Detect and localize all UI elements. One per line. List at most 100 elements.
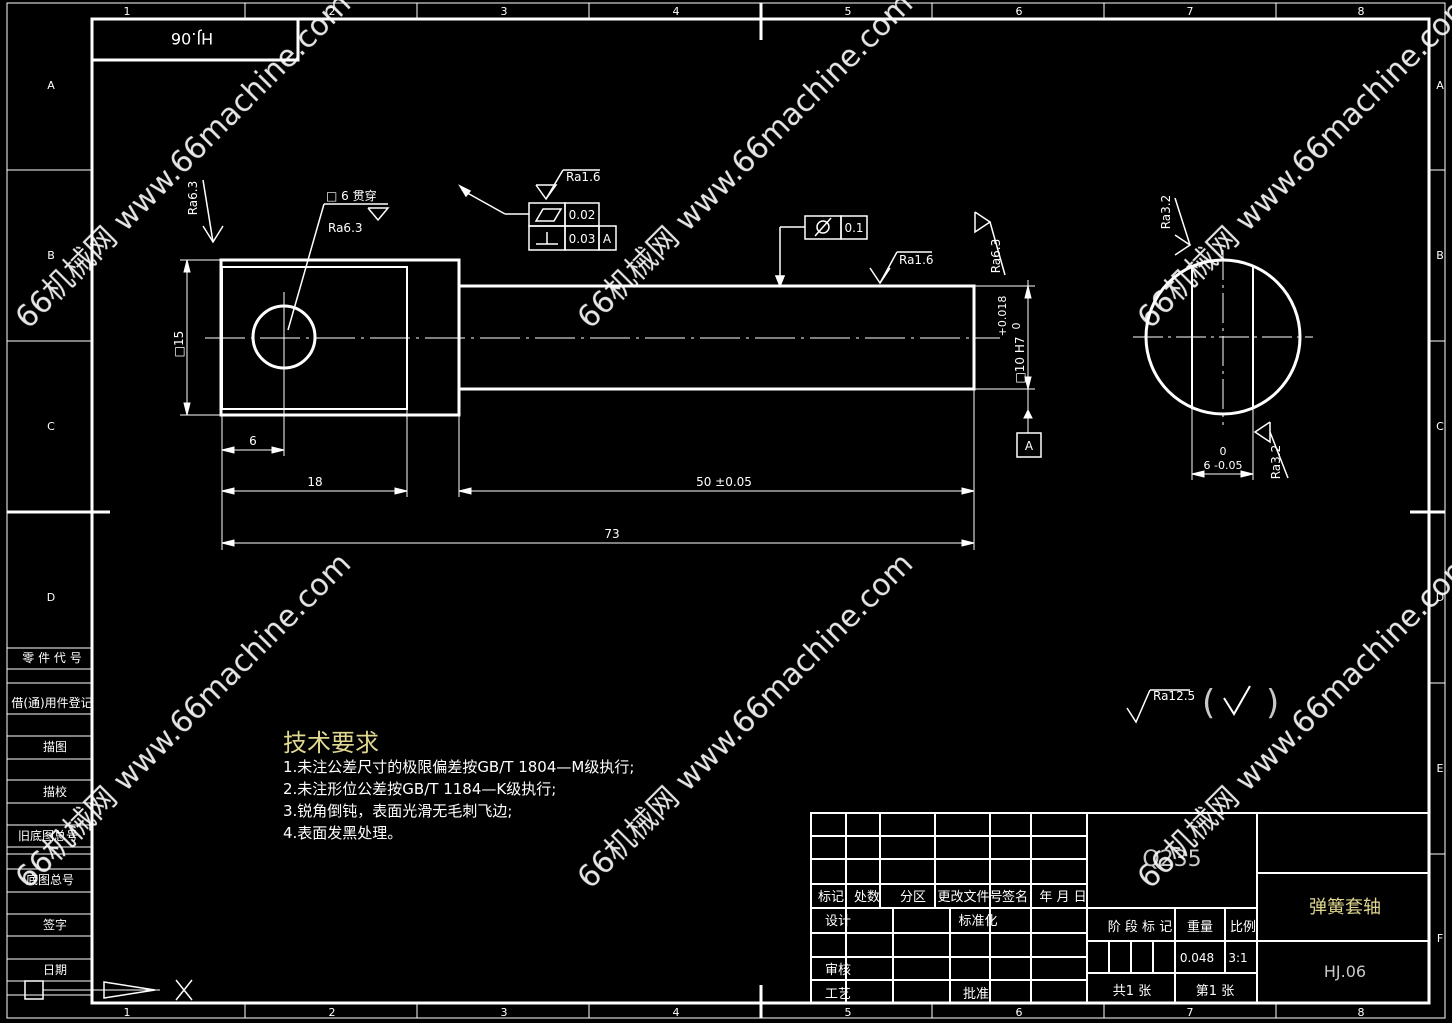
dim-sq15: □15 <box>172 331 186 358</box>
rough-hole-ra63: Ra6.3 <box>328 221 363 235</box>
watermark-4: 66机械网 www.66machine.com <box>9 546 358 895</box>
tb-process: 工艺 <box>825 987 851 1002</box>
tech-req-title: 技术要求 <box>283 729 379 757</box>
zone-col-4: 4 <box>673 5 680 18</box>
dim-sq10: □10 H7 <box>1013 336 1027 383</box>
zone-col-2: 2 <box>329 5 336 18</box>
dim-side-upper: 0 <box>1220 445 1227 458</box>
dim-tol-upper: +0.018 <box>996 296 1009 337</box>
dim-18: 18 <box>307 475 322 489</box>
hole-callout: □ 6 贯穿 <box>326 188 377 203</box>
tb-hdr-count: 处数 <box>854 890 880 905</box>
gdt-frames <box>458 184 1042 458</box>
tech-req-1: 1.未注公差尺寸的极限偏差按GB/T 1804—M级执行; <box>283 758 634 776</box>
gdt-cyl-value: 0.1 <box>844 221 863 235</box>
zone-col-5: 5 <box>845 5 852 18</box>
zone-labels: 1 2 3 4 5 6 7 8 1 2 3 4 5 6 7 8 A B C D … <box>47 5 1444 1019</box>
zone-row-c: C <box>47 420 55 433</box>
dim-6: 6 <box>249 434 257 448</box>
datum-label: A <box>1025 439 1034 453</box>
inverted-code-box <box>90 17 300 62</box>
dimension-lines <box>180 259 1254 550</box>
zone-row-a: A <box>47 79 55 92</box>
tb-weight: 0.048 <box>1180 951 1214 965</box>
watermark-6: 66机械网 www.66machine.com <box>1131 546 1452 895</box>
strip-date: 日期 <box>43 963 67 977</box>
tb-design: 设计 <box>825 914 851 929</box>
zone-col-2b: 2 <box>329 1006 336 1019</box>
tb-standard: 标准化 <box>958 914 997 929</box>
zone-ticks <box>7 3 1445 1018</box>
strip-borrowed: 借(通)用件登记 <box>11 695 92 710</box>
tb-scale: 3:1 <box>1228 951 1247 965</box>
centering-marks <box>7 3 1445 1018</box>
tb-part-code: HJ.06 <box>1324 962 1366 981</box>
zone-col-3b: 3 <box>501 1006 508 1019</box>
zone-col-1: 1 <box>124 5 131 18</box>
zone-col-6b: 6 <box>1016 1006 1023 1019</box>
dim-side-lower: 6 -0.05 <box>1204 459 1243 472</box>
inverted-code: HJ.06 <box>171 29 213 48</box>
tb-stage-mark: 阶 段 标 记 <box>1108 920 1172 935</box>
zone-col-3: 3 <box>501 5 508 18</box>
zone-row-a-r: A <box>1436 79 1444 92</box>
strip-trace-check: 描校 <box>43 784 67 799</box>
tb-hdr-sign: 签名 <box>1002 889 1028 905</box>
roughness-symbols <box>202 169 1289 724</box>
tb-hdr-zone: 分区 <box>900 890 926 905</box>
rough-right-ra63: Ra6.3 <box>989 239 1003 274</box>
tech-req-2: 2.未注形位公差按GB/T 1184—K级执行; <box>283 780 556 798</box>
tb-material: Q235 <box>1142 847 1201 872</box>
tb-part-name: 弹簧套轴 <box>1309 897 1381 918</box>
zone-col-5b: 5 <box>845 1006 852 1019</box>
strip-old-base: 旧底图总号 <box>18 828 78 843</box>
tb-check: 审核 <box>825 963 851 978</box>
zone-row-f-r: F <box>1437 932 1443 945</box>
gdt-flat-value: 0.02 <box>569 208 596 222</box>
zone-row-b-r: B <box>1436 249 1444 262</box>
rough-general: Ra12.5 <box>1153 689 1195 703</box>
tb-approve: 批准 <box>963 987 989 1002</box>
projection-symbol <box>24 979 193 1001</box>
zone-row-d-r: D <box>1436 591 1444 604</box>
left-strip <box>6 647 93 996</box>
zone-col-7b: 7 <box>1187 1006 1194 1019</box>
zone-col-7: 7 <box>1187 5 1194 18</box>
strip-part-code: 零 件 代 号 <box>22 651 81 665</box>
watermark-5: 66机械网 www.66machine.com <box>571 546 920 895</box>
rough-top-ra16: Ra1.6 <box>566 170 601 184</box>
rough-paren-close: ) <box>1266 683 1279 723</box>
tb-total: 共1 张 <box>1113 984 1151 999</box>
zone-row-e-r: E <box>1437 762 1444 775</box>
strip-base-no: 底图总号 <box>26 872 74 887</box>
zone-row-d: D <box>47 591 55 604</box>
watermark-1: 66机械网 www.66machine.com <box>9 0 358 336</box>
dim-50: 50 ±0.05 <box>696 475 752 489</box>
dim-73: 73 <box>604 527 619 541</box>
zone-col-8b: 8 <box>1358 1006 1365 1019</box>
gdt-perp-value: 0.03 <box>569 232 596 246</box>
zone-col-1b: 1 <box>124 1006 131 1019</box>
zone-row-c-r: C <box>1436 420 1444 433</box>
tech-req-3: 3.锐角倒钝，表面光滑无毛刺飞边; <box>283 802 512 820</box>
watermark-3: 66机械网 www.66machine.com <box>1131 0 1452 336</box>
rough-ra32-b: Ra3.2 <box>1269 445 1283 480</box>
rough-left-ra63: Ra6.3 <box>186 181 200 216</box>
tb-sheet: 第1 张 <box>1196 984 1234 999</box>
tb-hdr-mark: 标记 <box>818 890 844 905</box>
zone-col-8: 8 <box>1358 5 1365 18</box>
dim-tol-lower: 0 <box>1010 323 1023 330</box>
strip-trace: 描图 <box>43 740 67 754</box>
zone-col-4b: 4 <box>673 1006 680 1019</box>
tb-weight-label: 重量 <box>1187 919 1213 935</box>
zone-row-b: B <box>47 249 55 262</box>
rough-shaft-ra16: Ra1.6 <box>899 253 934 267</box>
front-view <box>205 258 1000 456</box>
strip-sign: 签字 <box>43 917 67 932</box>
rough-paren-open: ( <box>1202 683 1215 723</box>
tb-hdr-change: 更改文件号 <box>937 890 1002 905</box>
title-block <box>810 812 1430 1004</box>
tb-scale-label: 比例 <box>1230 920 1256 935</box>
tb-hdr-date: 年 月 日 <box>1039 890 1086 905</box>
